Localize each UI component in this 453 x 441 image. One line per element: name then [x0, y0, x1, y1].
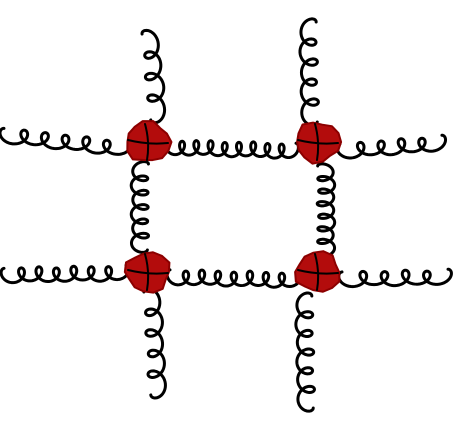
vertex-crossing-bottom-left	[127, 253, 169, 291]
spring-h-bottom-middle	[165, 268, 303, 289]
vertex-crossing-bottom-right	[297, 253, 339, 291]
spring-h-top-left-arm	[0, 126, 133, 156]
vertex-top-left	[126, 120, 173, 162]
spring-v-right-top-arm	[298, 17, 320, 127]
vertex-crossing-top-left	[127, 123, 169, 161]
spring-v-left-top-arm	[140, 28, 167, 125]
gluon-springs	[0, 17, 453, 413]
spring-h-top-right-arm	[335, 133, 448, 160]
spring-v-right-bottom-arm	[294, 291, 316, 413]
spring-v-left-bottom-arm	[142, 286, 167, 400]
spring-v-right-middle	[315, 162, 337, 258]
spring-h-top-middle	[163, 138, 300, 160]
vertex-crossing-top-right	[297, 123, 339, 161]
spring-h-bottom-right-arm	[337, 267, 453, 289]
spring-h-bottom-left-arm	[0, 263, 131, 285]
spring-v-left-middle	[129, 160, 151, 254]
vertex-blobs	[123, 120, 343, 294]
